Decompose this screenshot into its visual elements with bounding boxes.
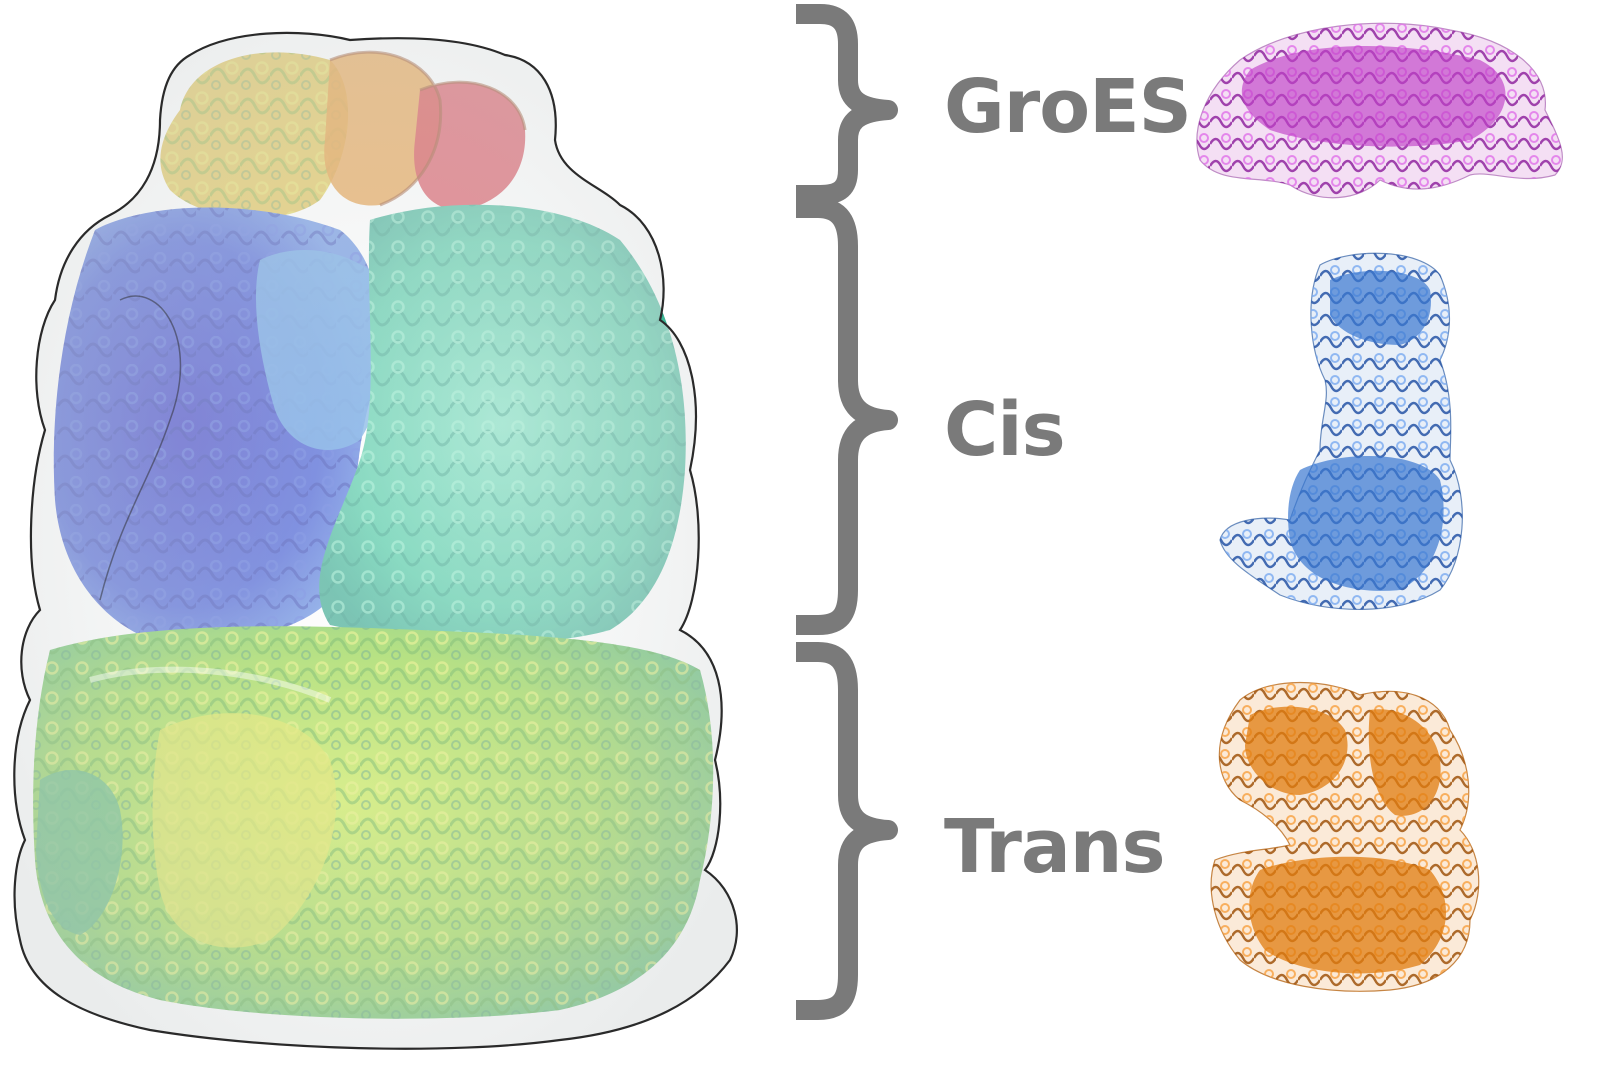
label-cis: Cis (944, 387, 1066, 473)
brace-groes (796, 4, 898, 205)
trans-monomer (1210, 681, 1480, 992)
label-groes: GroES (944, 64, 1192, 150)
chaperonin-complex (13, 31, 738, 1050)
label-trans: Trans (944, 804, 1166, 890)
groes-monomer (1196, 22, 1564, 199)
density-surface (13, 31, 738, 1050)
cis-monomer (1219, 252, 1463, 610)
brace-trans (796, 642, 898, 1020)
brace-cis (796, 198, 898, 635)
